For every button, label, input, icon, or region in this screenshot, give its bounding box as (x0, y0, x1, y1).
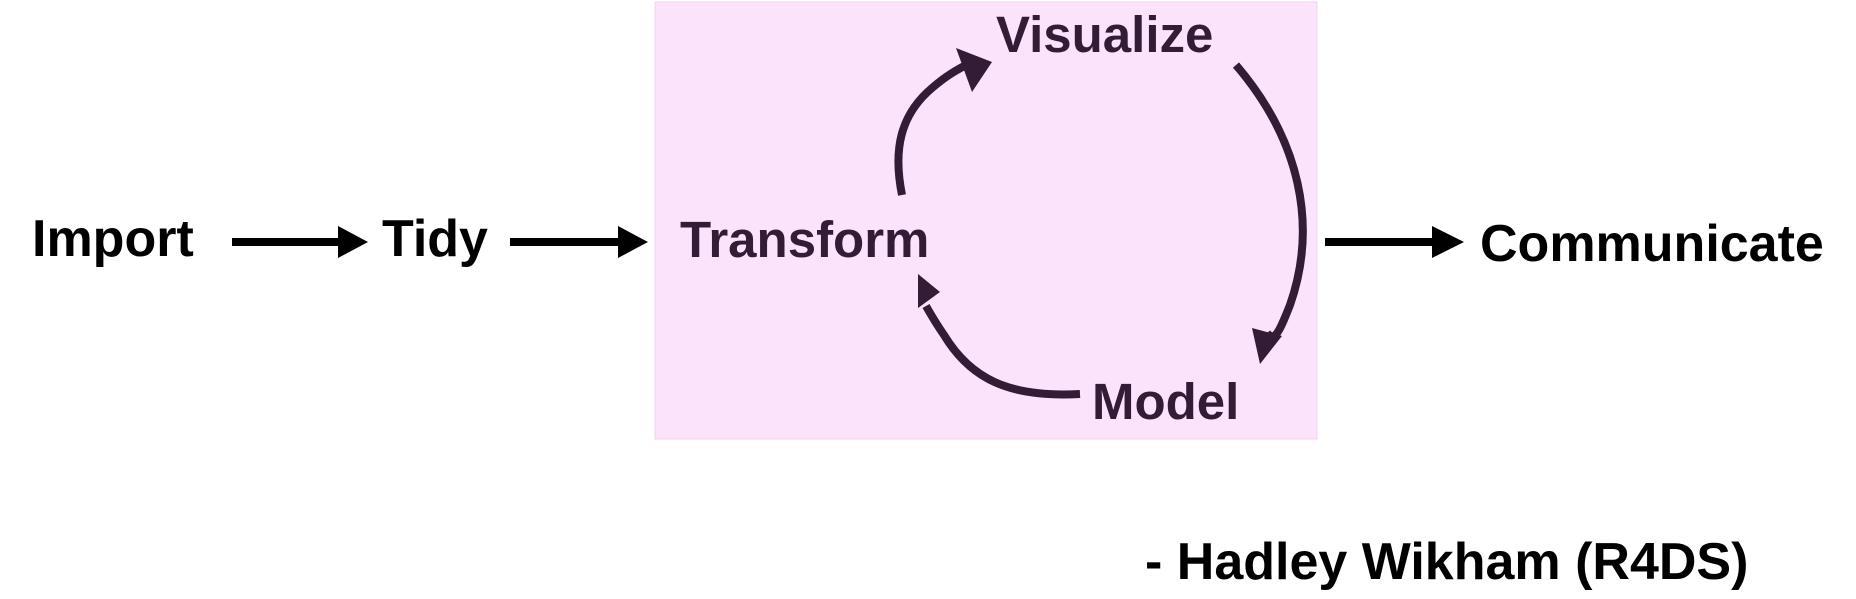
attribution: - Hadley Wikham (R4DS) (1145, 533, 1748, 591)
node-tidy: Tidy (382, 210, 488, 268)
arrow-transform-to-visualize (894, 48, 992, 196)
node-communicate: Communicate (1480, 215, 1824, 273)
arrow-tidy-to-transform (510, 226, 648, 258)
arrow-model-to-transform (918, 274, 1081, 399)
arrow-import-to-tidy (232, 226, 368, 258)
node-model: Model (1092, 373, 1239, 430)
node-transform: Transform (680, 211, 929, 268)
arrow-visualize-to-model (1232, 62, 1307, 364)
cycle-box (654, 1, 1318, 440)
node-import: Import (32, 210, 194, 268)
arrow-to-communicate (1325, 226, 1464, 258)
node-visualize: Visualize (996, 6, 1213, 63)
